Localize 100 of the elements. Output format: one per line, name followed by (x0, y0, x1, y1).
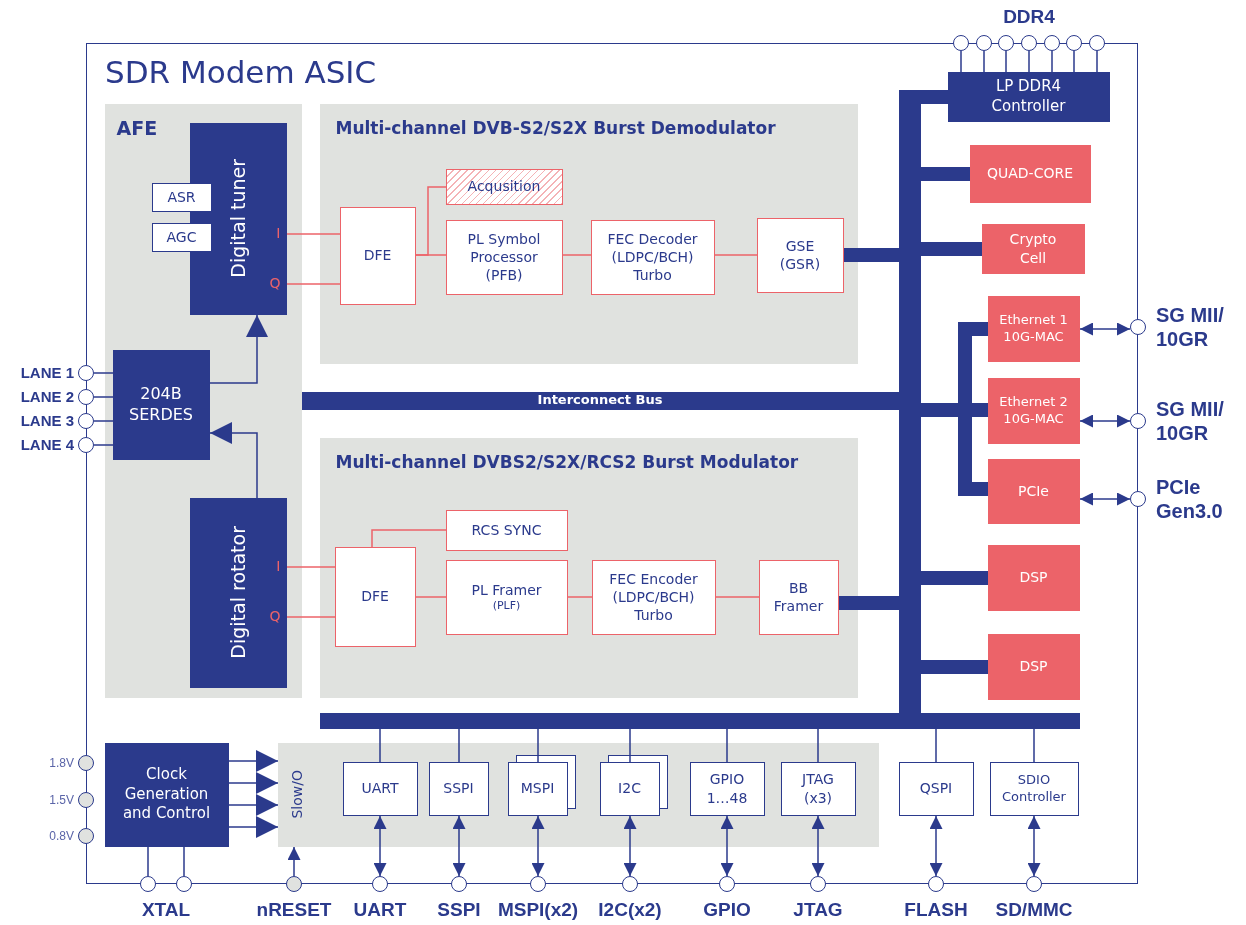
connector-line (567, 596, 593, 598)
connector-line (817, 728, 819, 763)
block-label: ASR (167, 187, 196, 207)
pin-connector (140, 876, 156, 892)
pin-label: SD/MMC (995, 899, 1073, 921)
subsystem-block (969, 144, 1091, 203)
block-label: UART (361, 779, 399, 798)
block-label: Acqusition (467, 177, 541, 196)
arrow (228, 772, 279, 794)
pin-connector (1026, 876, 1042, 892)
pin-connector (176, 876, 192, 892)
arrow (209, 422, 258, 499)
pin-connector (372, 876, 388, 892)
function-block (189, 497, 287, 688)
block-label: I2C (618, 779, 641, 798)
pin-connector (78, 437, 94, 453)
pin-connector (78, 365, 94, 381)
pin-connector (530, 876, 546, 892)
connector-line (286, 566, 336, 568)
bus-bar (898, 89, 921, 715)
panel-heading: AFE (116, 115, 158, 141)
arrow (373, 815, 387, 877)
diagram-label: XTAL (141, 899, 191, 921)
connector-line (562, 254, 592, 256)
bus-connector (844, 248, 899, 262)
connector-line (1005, 50, 1007, 73)
block-label: DSP (1019, 657, 1048, 676)
interface-block (599, 761, 660, 816)
connector-line (379, 728, 381, 763)
block-label: DFE (363, 246, 392, 265)
pin-connector (1089, 35, 1105, 51)
arrow (623, 815, 637, 877)
connector-line (629, 728, 631, 763)
pin-label: JTAG (793, 899, 843, 921)
block-label: QSPI (919, 779, 953, 798)
pin-label: LANE 1 (19, 364, 74, 382)
arrow (811, 815, 825, 877)
bus-connector (921, 90, 948, 104)
connector-line (147, 846, 149, 877)
pin-label: MSPI(x2) (497, 899, 579, 921)
block-label: Clock Generation and Control (121, 765, 212, 824)
pin-label: UART (353, 899, 407, 921)
block-label: Digital tuner (225, 159, 250, 278)
pin-connector (1021, 35, 1037, 51)
pin-label: SSPI (437, 899, 481, 921)
pin-label: SG MII/ 10GR (1156, 397, 1225, 445)
pin-label: FLASH (904, 899, 968, 921)
connector-line (983, 50, 985, 73)
connector-line (415, 596, 447, 598)
chip-outline (86, 43, 1138, 884)
block-label: SDIO Controller (1001, 771, 1067, 806)
bus-label: Interconnect Bus (537, 392, 663, 409)
process-block (445, 509, 568, 551)
block-label: 204B SERDES (128, 383, 194, 426)
arrow (287, 846, 301, 877)
pin-connector (78, 828, 94, 844)
block-label: JTAG (x3) (800, 770, 835, 807)
bus-connector (921, 660, 988, 674)
pin-label: nRESET (256, 899, 332, 921)
block-label: FEC Decoder (LDPC/BCH) Turbo (606, 229, 699, 285)
pin-connector (451, 876, 467, 892)
block-panel (319, 103, 858, 364)
arrow (1079, 492, 1131, 506)
chip-title: SDR Modem ASIC (105, 53, 377, 92)
connector-line (537, 728, 539, 763)
signal-label: I (276, 556, 281, 575)
connector-line (286, 283, 341, 285)
block-label: Crypto Cell (1008, 230, 1058, 267)
block-label: LP DDR4 Controller (990, 77, 1067, 116)
function-block (112, 349, 210, 460)
interface-block (428, 761, 489, 816)
block-label: PL Symbol Processor (PFB) (466, 229, 542, 285)
subsystem-block (987, 295, 1080, 362)
pin-connector (286, 876, 302, 892)
arrow (228, 794, 279, 816)
block-label: AGC (166, 227, 197, 247)
connector-line (93, 372, 114, 374)
process-block (445, 219, 563, 295)
pin-connector (78, 389, 94, 405)
connector-line (93, 396, 114, 398)
block-label: GPIO 1…48 (705, 770, 749, 807)
connector-line (371, 529, 447, 548)
block-label: (PLF) (492, 598, 521, 614)
connector-line (726, 728, 728, 763)
connector-line (183, 846, 185, 877)
pin-label: LANE 3 (19, 412, 74, 430)
interface-block (898, 761, 974, 816)
bus-connector (921, 242, 982, 256)
pin-connector (998, 35, 1014, 51)
connector-line (1028, 50, 1030, 73)
interface-block (780, 761, 856, 816)
pin-connector (78, 413, 94, 429)
block-label: QUAD-CORE (986, 164, 1073, 183)
bus-bar (301, 391, 899, 410)
pin-connector (78, 792, 94, 808)
process-block (339, 206, 416, 305)
arrow (209, 314, 268, 384)
interface-block (989, 761, 1079, 816)
interface-block (151, 222, 212, 252)
block-label: PCIe (1018, 481, 1049, 501)
